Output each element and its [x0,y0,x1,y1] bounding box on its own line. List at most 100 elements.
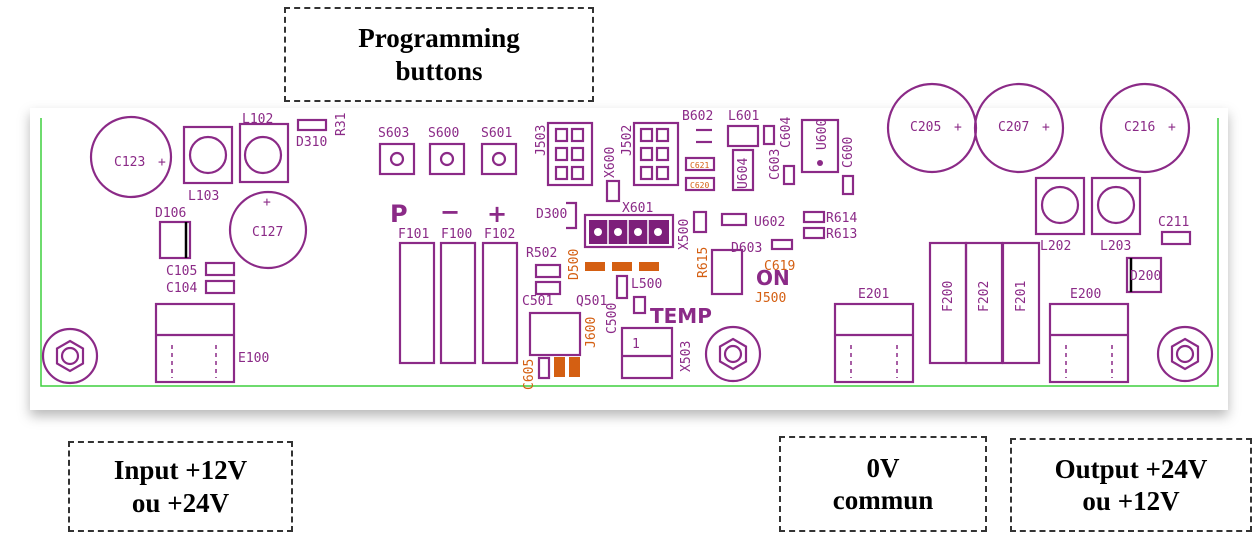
svg-text:S601: S601 [481,126,512,141]
terminal-e100: E100 [154,302,269,384]
connector-j502: J502 [620,121,680,187]
capacitor-c104: C104 [166,279,236,296]
svg-text:L103: L103 [188,189,219,204]
ic-u600: U600 [800,119,840,174]
label-c604: C604 [779,117,794,148]
callout-common-line1: 0V [866,452,900,483]
callout-input: Input +12V ou +24V [68,441,293,532]
svg-text:E100: E100 [238,351,269,366]
svg-text:E201: E201 [858,287,889,302]
fuse-f100 [439,241,477,365]
svg-text:E200: E200 [1070,287,1101,302]
label-d310: D310 [296,135,327,150]
capacitor-c127: C127 + [228,190,308,270]
label-c619: C619 [764,259,795,274]
callout-programming-line2: buttons [395,55,483,86]
fuse-f101 [398,241,436,365]
button-label-p: P [390,200,408,228]
label-c501: C501 [522,294,553,309]
label-c500: C500 [605,303,620,334]
svg-text:X503: X503 [679,341,694,372]
svg-text:C207: C207 [998,120,1029,135]
pcb-board [30,108,1228,410]
callout-common: 0V commun [779,436,987,532]
mounting-hole-center [704,325,762,383]
button-label-plus: + [487,200,507,228]
label-x500: X500 [677,219,692,250]
connector-j503: J503 [534,121,594,187]
led-1 [585,262,605,271]
svg-text:J502: J502 [620,125,635,156]
terminal-e200: E200 [1048,287,1130,384]
callout-input-line1: Input +12V [113,455,248,486]
svg-text:D200: D200 [1130,269,1161,284]
svg-text:C127: C127 [252,225,283,240]
svg-text:1: 1 [632,337,640,352]
resistor-r613 [802,226,826,240]
mounting-hole-right [1156,325,1214,383]
svg-text:L202: L202 [1040,239,1071,254]
capacitor-c216: C216 + [1099,82,1191,174]
diode-d106: D106 [155,206,192,260]
cap-c605 [537,356,551,380]
callout-output-line2: ou +12V [1082,486,1180,516]
ic-u602 [720,212,748,227]
svg-text:J503: J503 [534,125,549,156]
label-b602: B602 [682,109,713,124]
svg-text:+: + [263,195,271,210]
transistor-q501 [528,311,582,357]
label-j500: J500 [755,291,786,306]
crystal-x500 [692,210,708,234]
crystal-x600 [605,179,621,203]
cap-c603 [782,164,796,186]
cap-c620 [684,176,716,192]
label-c620: C620 [690,181,709,190]
label-f102: F102 [484,227,515,242]
capacitor-c207: C207 + [973,82,1065,174]
connector-j500 [710,248,744,296]
label-r613: R613 [826,227,857,242]
svg-text:C211: C211 [1158,215,1189,230]
capacitor-c105: C105 [166,261,236,279]
svg-text:L203: L203 [1100,239,1131,254]
label-r31: R31 [334,113,349,136]
svg-text:C205: C205 [910,120,941,135]
label-l601: L601 [728,109,759,124]
label-r615: R615 [696,247,711,278]
svg-text:+: + [158,155,166,170]
callout-output: Output +24V ou +12V [1010,438,1252,532]
label-q501: Q501 [576,294,607,309]
label-f101: F101 [398,227,429,242]
callout-output-line1: Output +24V [1054,453,1208,484]
inductor-l202: L202 [1034,176,1086,254]
diode-d300: D300 [536,201,578,230]
connector-x503: 1 X503 [620,326,694,380]
callout-programming-line1: Programming [358,23,520,54]
resistor-r502: R502 [526,246,562,296]
ic-u604 [731,148,755,192]
diode-d310 [296,118,328,132]
svg-text:F202: F202 [977,281,992,312]
svg-text:D300: D300 [536,207,567,222]
cap-c211: C211 [1158,215,1192,246]
callout-input-line2: ou +24V [131,487,230,518]
svg-text:F201: F201 [1014,281,1029,312]
label-u604: U604 [736,158,751,189]
svg-text:C216: C216 [1124,120,1155,135]
resistor-r614 [802,210,826,224]
fuse-f201: F201 [1001,241,1041,365]
label-temp: TEMP [650,304,712,328]
cap-c604 [762,124,776,146]
board-outline [40,118,1219,387]
label-r614: R614 [826,211,857,226]
led-5 [569,357,580,377]
inductor-l102: L102 [238,112,290,184]
label-d500: D500 [567,249,582,280]
svg-text:+: + [1168,120,1176,135]
label-f100: F100 [441,227,472,242]
terminal-e201: E201 [833,287,915,384]
svg-text:D106: D106 [155,206,186,221]
switch-s601: S601 [480,126,518,176]
switch-s603: S603 [378,126,416,176]
label-x600: X600 [603,147,618,178]
